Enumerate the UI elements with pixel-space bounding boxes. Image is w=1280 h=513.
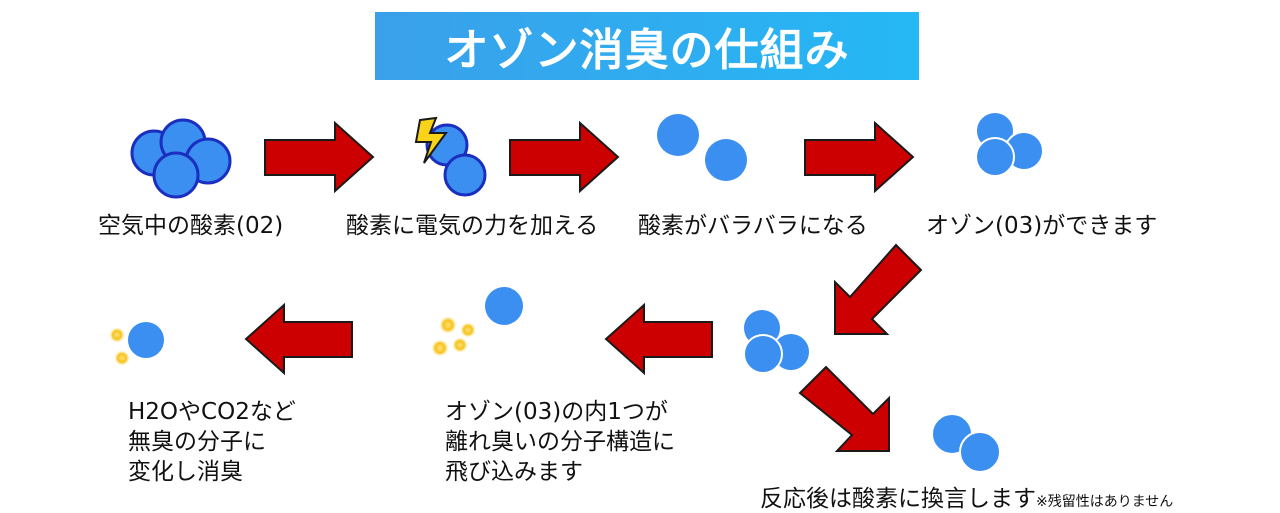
separated-oxygen-icon (657, 114, 747, 181)
arrow-left-icon (604, 302, 713, 376)
arrow-diagonal-icon (834, 243, 923, 335)
odor-molecule-icon (431, 316, 476, 357)
step7-main: 反応後は酸素に換言します (760, 486, 1036, 512)
lightning-icon (414, 116, 448, 164)
arrow-diagonal-icon (798, 365, 890, 452)
oxygen-result-icon (931, 413, 1001, 473)
step5-line3: 飛び込みます (445, 459, 583, 485)
oxygen-cluster-icon (130, 118, 232, 199)
oxygen-atom-icon (485, 287, 523, 325)
arrow-left-icon (244, 302, 353, 376)
step3-label: 酸素がバラバラになる (638, 213, 868, 239)
arrow-right-icon (509, 120, 620, 194)
title-banner: オゾン消臭の仕組み (375, 12, 919, 80)
ozone-icon (975, 111, 1044, 177)
step4-label: オゾン(03)ができます (926, 213, 1158, 239)
page-title: オゾン消臭の仕組み (444, 25, 850, 76)
step5-line2: 離れ臭いの分子構造に (445, 429, 675, 455)
step6-line3: 変化し消臭 (128, 459, 243, 485)
step7-label: 反応後は酸素に換言します※残留性はありません (760, 479, 1173, 513)
step7-note: ※残留性はありません (1036, 494, 1174, 510)
step5-line1: オゾン(03)の内1つが (445, 399, 668, 425)
ozone-center-icon (742, 308, 811, 374)
step6-label: H2OやCO2など 無臭の分子に 変化し消臭 (128, 397, 296, 487)
step5-label: オゾン(03)の内1つが 離れ臭いの分子構造に 飛び込みます (445, 397, 675, 487)
odorless-molecule-icon (109, 320, 166, 366)
step1-label: 空気中の酸素(02) (98, 213, 284, 239)
step2-label: 酸素に電気の力を加える (346, 213, 599, 239)
step6-line1: H2OやCO2など (128, 399, 296, 425)
arrow-right-icon (804, 120, 915, 194)
step6-line2: 無臭の分子に (128, 429, 266, 455)
arrow-right-icon (264, 120, 375, 194)
